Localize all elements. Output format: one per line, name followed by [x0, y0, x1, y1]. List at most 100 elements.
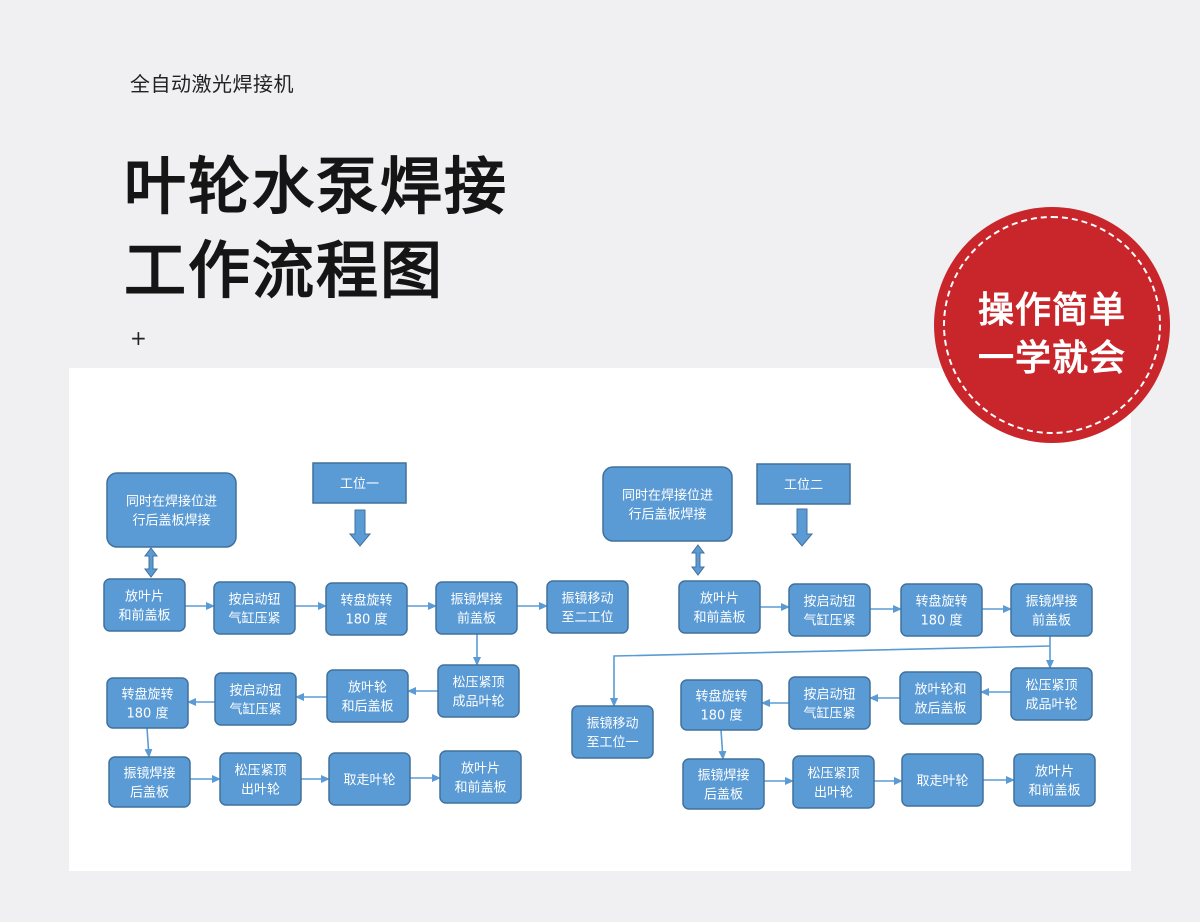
page-title-line1: 叶轮水泵焊接 — [124, 150, 509, 223]
station2-return-step-label: 振镜移动 — [586, 717, 638, 732]
s2-conn-return — [610, 645, 1051, 707]
station1-step-r2-3-box — [326, 669, 409, 723]
station1-step-r1-3-label: 180 度 — [346, 612, 388, 628]
station2-down-arrow — [790, 508, 814, 547]
station2-step-r2-2-label: 气缸压紧 — [803, 706, 855, 722]
station1-step-r1-5-label: 振镜移动 — [561, 592, 613, 607]
station2-label-box: 工位二 — [756, 463, 851, 505]
product-subtitle: 全自动激光焊接机 — [130, 72, 294, 96]
station1-label-box: 工位一 — [312, 462, 407, 504]
station1-step-r2-1-box — [106, 677, 189, 729]
station1-sync-note-label: 行后盖板焊接 — [132, 513, 210, 529]
station1-step-r2-1-label: 180 度 — [127, 706, 169, 722]
station1-label-box-label: 工位一 — [340, 477, 379, 492]
station2-step-r1-4-box — [1010, 583, 1093, 637]
s1-conn-r2-r3 — [144, 727, 153, 758]
station2-step-r2-2-label: 按启动钮 — [803, 688, 855, 703]
station1-step-r1-1-label: 和前盖板 — [118, 608, 170, 624]
station1-step-r3-4-label: 和前盖板 — [454, 780, 506, 796]
station1-step-r2-3-label: 放叶轮 — [348, 681, 387, 696]
station2-step-r1-3-label: 转盘旋转 — [915, 594, 967, 610]
station2-step-r1-1-label: 放叶片 — [700, 592, 739, 607]
station1-step-r1-2-label: 按启动钮 — [228, 593, 280, 608]
station2-step-r1-3-label: 180 度 — [921, 613, 963, 629]
station2-label-box-label: 工位二 — [784, 478, 823, 493]
station2-step-r1-3-box — [900, 583, 983, 637]
station1-step-r3-1-box — [108, 756, 191, 808]
badge-line2: 一学就会 — [977, 338, 1126, 379]
station1-step-r3-3: 取走叶轮 — [328, 752, 411, 806]
station1-step-r1-4-label: 前盖板 — [457, 611, 496, 627]
station2-sync-note-label: 行后盖板焊接 — [628, 507, 706, 523]
badge-dashed-ring — [943, 216, 1161, 434]
station2-step-r1-2-label: 按启动钮 — [803, 595, 855, 610]
station2-step-r2-2-box — [788, 676, 871, 730]
station1-sync-note-label: 同时在焊接位进 — [126, 494, 217, 510]
station2-step-r1-1-box — [678, 580, 761, 634]
station2-step-r2-4-label: 成品叶轮 — [1025, 698, 1077, 713]
station2-step-r1-2-box — [788, 583, 871, 637]
station2-step-r3-1-label: 振镜焊接 — [697, 768, 749, 784]
station1-step-r2-4-label: 松压紧顶 — [452, 676, 504, 691]
station2-step-r1-1-label: 和前盖板 — [693, 610, 745, 626]
station1-step-r2-4-label: 成品叶轮 — [452, 695, 504, 710]
station2-step-r3-2-label: 出叶轮 — [814, 786, 853, 801]
station1-step-r2-2-label: 按启动钮 — [229, 684, 281, 699]
station2-return-step-box — [571, 705, 654, 759]
station1-step-r3-3-label: 取走叶轮 — [343, 773, 395, 788]
station1-step-r1-4-box — [435, 581, 518, 635]
station1-step-r2-1-label: 转盘旋转 — [121, 687, 173, 703]
station1-step-r1-3-box — [325, 582, 408, 636]
station2-step-r2-1-label: 转盘旋转 — [695, 689, 747, 705]
station2-step-r3-1-label: 后盖板 — [704, 788, 743, 803]
station2-step-r3-3-label: 取走叶轮 — [916, 774, 968, 789]
station2-step-r2-4-label: 松压紧顶 — [1025, 679, 1077, 694]
station2-return-step-label: 至工位一 — [586, 736, 638, 751]
station2-label-box-box — [756, 463, 851, 505]
station1-step-r1-1-box — [103, 578, 186, 632]
station2-step-r1-4-label: 振镜焊接 — [1025, 594, 1077, 610]
station2-step-r3-4-label: 放叶片 — [1035, 765, 1074, 780]
station1-sync-note-box — [106, 472, 237, 548]
station2-step-r3-4-label: 和前盖板 — [1028, 783, 1080, 799]
station1-step-r1-2-box — [213, 581, 296, 635]
station2-step-r1-4-label: 前盖板 — [1032, 613, 1071, 629]
station1-step-r3-1-label: 后盖板 — [130, 786, 169, 801]
station2-step-r3-3-box — [901, 753, 984, 807]
station1-step-r2-2-box — [214, 672, 297, 726]
station1-step-r3-2-label: 松压紧顶 — [234, 764, 286, 779]
station1-step-r3-2-label: 出叶轮 — [241, 783, 280, 798]
station1-step-r1-2-label: 气缸压紧 — [228, 611, 280, 627]
station1-step-r1-4-label: 振镜焊接 — [450, 592, 502, 608]
page-title-line2: 工作流程图 — [124, 234, 445, 307]
station2-step-r3-1-box — [682, 758, 765, 810]
station2-sync-note-label: 同时在焊接位进 — [622, 488, 713, 504]
station1-step-r1-3-label: 转盘旋转 — [340, 593, 392, 609]
station2-step-r3-2-box — [792, 755, 875, 809]
station1-step-r2-2-label: 气缸压紧 — [229, 702, 281, 718]
station2-sync-arrow — [691, 544, 705, 576]
station1-step-r2-3-label: 和后盖板 — [341, 700, 393, 715]
station2-step-r2-4-box — [1010, 667, 1093, 721]
station1-step-r3-4-label: 放叶片 — [461, 762, 500, 777]
station2-step-r2-1-box — [680, 679, 763, 731]
station1-step-r1-5-box — [546, 580, 629, 634]
